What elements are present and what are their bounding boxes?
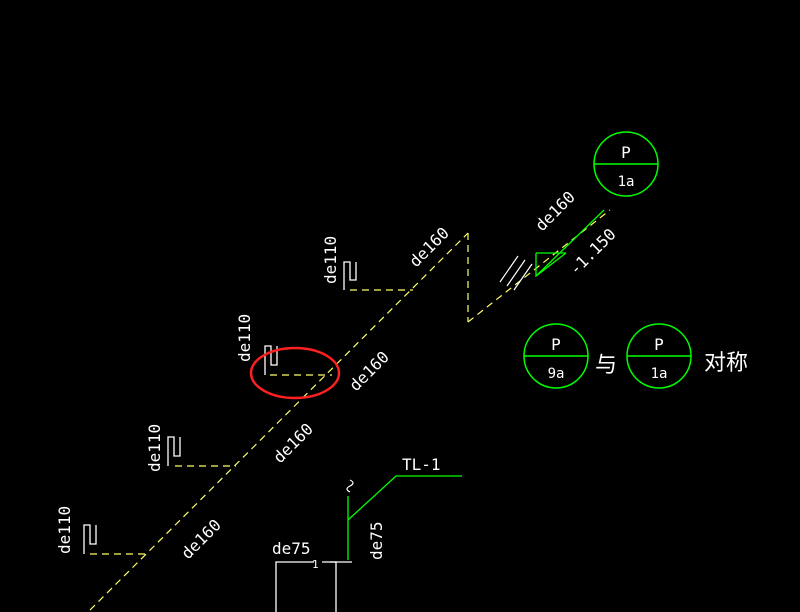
de75-pipes xyxy=(275,561,352,612)
pipe-break-marks xyxy=(499,255,533,291)
tl-leader-line xyxy=(347,475,462,521)
main-pipe-line xyxy=(89,232,469,611)
label-de110: de110 xyxy=(235,314,254,362)
elevation-leader xyxy=(535,209,605,277)
label-de110: de110 xyxy=(55,506,74,554)
trap-icon xyxy=(264,345,278,375)
trap-symbols xyxy=(83,261,357,554)
marker-bottom-text: 1a xyxy=(651,366,668,382)
marker-top: P 1a xyxy=(593,131,659,197)
marker-bottom-text: 9a xyxy=(548,366,565,382)
marker-top-text: P xyxy=(654,335,664,354)
marker-bottom-text: 1a xyxy=(618,174,635,190)
label-tl: TL-1 xyxy=(402,455,441,474)
connector-text: 与 xyxy=(595,353,617,378)
pipe-to-outlet xyxy=(467,209,611,323)
main-riser-pipe xyxy=(89,209,611,611)
trap-icon xyxy=(167,436,181,466)
break-mark xyxy=(513,263,533,291)
label-small: 1 xyxy=(312,558,319,571)
symmetry-text: 对称 xyxy=(704,351,748,376)
branch-stubs xyxy=(90,289,413,555)
marker-left: P 9a xyxy=(523,323,589,389)
break-mark xyxy=(506,259,526,287)
marker-top-text: P xyxy=(621,143,631,162)
highlight-circle xyxy=(249,346,341,400)
label-de75: de75 xyxy=(272,539,311,558)
label-de110: de110 xyxy=(321,236,340,284)
marker-top-text: P xyxy=(551,335,561,354)
break-mark xyxy=(499,255,519,283)
trap-icon xyxy=(343,261,357,290)
label-de110: de110 xyxy=(145,424,164,472)
tl-leader xyxy=(347,475,462,560)
wave-break-icon xyxy=(346,479,354,493)
trap-icon xyxy=(83,524,97,554)
elevation-marker xyxy=(535,209,605,278)
label-de75: de75 xyxy=(367,521,386,560)
marker-right: P 1a xyxy=(626,323,692,389)
de75-pipe-left xyxy=(275,561,314,612)
